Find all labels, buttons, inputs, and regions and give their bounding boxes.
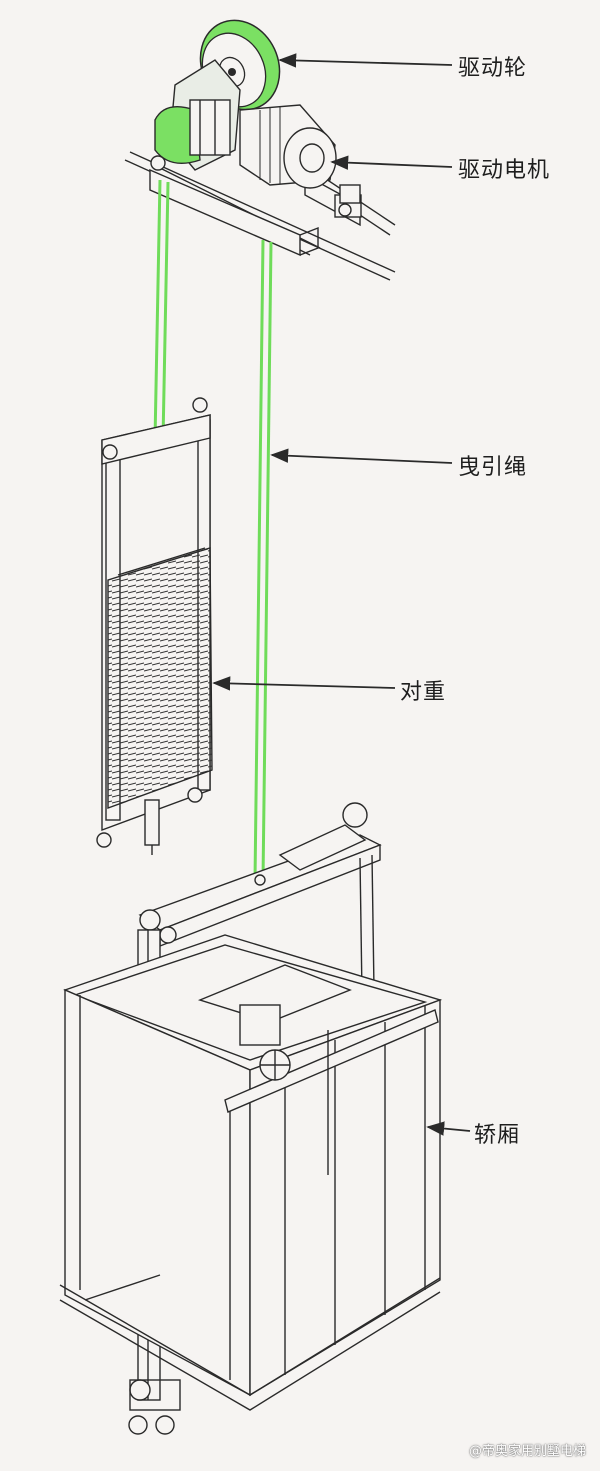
label-traction-rope: 曳引绳 (458, 455, 528, 480)
traction-rope (153, 179, 273, 881)
label-drive-sheave: 驱动轮 (458, 56, 528, 81)
label-car: 轿厢 (474, 1123, 521, 1148)
car (59, 802, 443, 1435)
watermark-text: @帝奥家用别墅电梯 (468, 1444, 586, 1459)
leader-lines (212, 53, 471, 1136)
label-drive-motor: 驱动电机 (458, 158, 551, 183)
counterweight (96, 397, 213, 855)
label-counterweight: 对重 (400, 680, 447, 705)
drive-motor (150, 59, 361, 217)
